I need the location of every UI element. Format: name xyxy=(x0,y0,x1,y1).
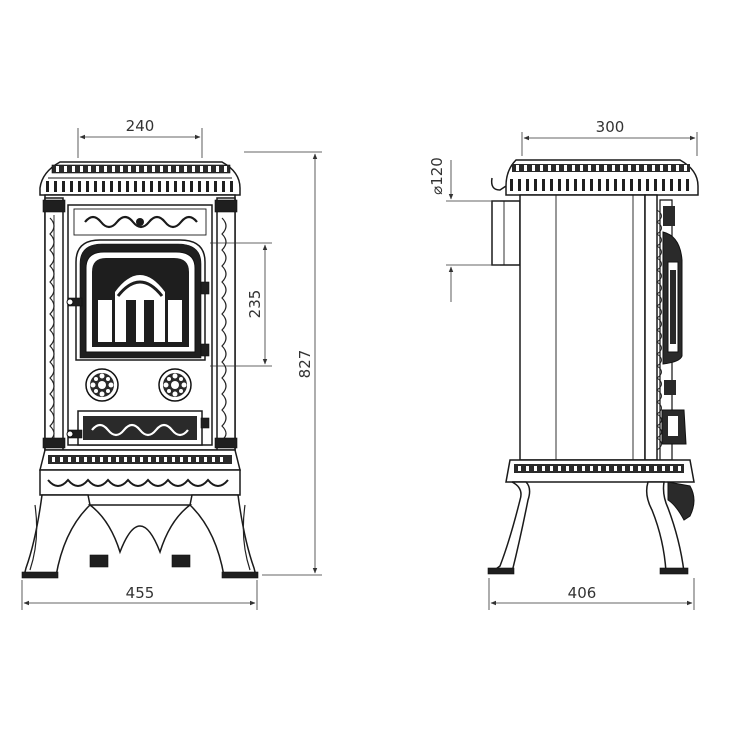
dim-base-width-label: 455 xyxy=(126,584,155,602)
air-control-rosette-right xyxy=(158,368,192,402)
dim-base-depth: 406 xyxy=(488,578,695,610)
dim-door-height-label: 235 xyxy=(246,290,264,319)
side-body xyxy=(519,194,687,461)
dim-door-height: 235 xyxy=(210,242,272,367)
front-right-pillar xyxy=(214,197,238,451)
dim-base-depth-label: 406 xyxy=(568,584,597,602)
front-scroll-ornament xyxy=(73,208,207,236)
door-handle xyxy=(66,297,83,307)
front-legs xyxy=(21,494,259,579)
dim-top-width-label: 240 xyxy=(126,117,155,135)
side-top-crown xyxy=(490,159,699,196)
front-fire-door xyxy=(75,239,206,361)
front-top-crown xyxy=(39,161,241,196)
side-view xyxy=(487,159,699,575)
air-control-rosette-left xyxy=(85,368,119,402)
dim-top-width: 240 xyxy=(77,117,203,158)
dim-total-height-label: 827 xyxy=(296,350,314,379)
dim-top-depth-label: 300 xyxy=(596,118,625,136)
dim-top-depth: 300 xyxy=(521,118,698,156)
front-view xyxy=(21,161,259,579)
dim-flue-label: ⌀120 xyxy=(428,157,446,195)
flue-pipe xyxy=(491,200,521,266)
front-left-pillar xyxy=(42,197,66,451)
ash-drawer xyxy=(66,410,210,446)
dim-total-height: 827 xyxy=(244,151,322,576)
side-base xyxy=(487,459,695,575)
dim-flue-diameter: ⌀120 xyxy=(428,157,500,302)
front-base-apron xyxy=(39,449,241,496)
dim-base-width: 455 xyxy=(21,580,258,610)
